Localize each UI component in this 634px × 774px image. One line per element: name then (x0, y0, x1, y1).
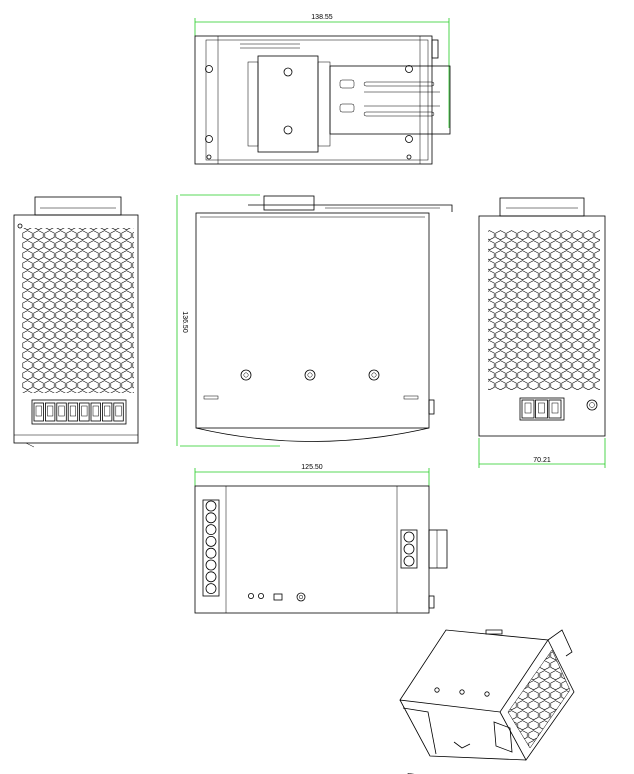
isometric-view (399, 629, 575, 774)
bottom-right-terminals (400, 529, 418, 569)
terminal-hole (205, 524, 217, 535)
terminal-hole (205, 500, 217, 512)
screw-head (371, 372, 377, 378)
screw (304, 369, 316, 381)
terminal (79, 402, 90, 422)
terminal-screw (92, 405, 99, 417)
terminal-hole (205, 536, 217, 547)
terminal-screw (81, 405, 88, 417)
terminal-hole (403, 531, 415, 543)
top-view: 138.55 (194, 14, 451, 165)
bottom-view: 125.50 (194, 464, 448, 614)
terminal-hole (205, 571, 217, 583)
terminal-hole (205, 547, 217, 559)
top-width-label: 138.55 (311, 14, 333, 21)
terminal (535, 399, 548, 419)
terminal-screw (69, 405, 76, 417)
terminal-hole (403, 543, 415, 555)
terminal (45, 402, 56, 422)
terminal (102, 402, 113, 422)
terminal (521, 399, 535, 419)
terminal (548, 399, 562, 419)
bottom-left-terminals (202, 499, 220, 597)
terminal-strip (400, 529, 418, 569)
screw-head (243, 372, 249, 378)
terminal-screw (58, 405, 65, 417)
terminal-screw (524, 402, 532, 414)
left-side-view (13, 196, 139, 448)
terminal-screw (104, 405, 111, 417)
terminal (33, 402, 44, 422)
right-terminal-block (521, 399, 562, 419)
terminal (67, 402, 79, 422)
front-view: 136.50 (176, 194, 453, 447)
terminal-screw (35, 405, 42, 417)
bottom-width-label: 125.50 (301, 464, 323, 471)
terminal-hole (205, 512, 217, 524)
terminal-screw (115, 405, 122, 417)
terminal-screw (47, 405, 54, 417)
terminal-strip (202, 499, 220, 597)
terminal-hole (205, 583, 217, 594)
side-depth-label: 70.21 (533, 457, 551, 464)
screw (368, 369, 380, 381)
front-height-label: 136.50 (181, 311, 188, 333)
terminal-screw (538, 402, 545, 414)
terminal (90, 402, 101, 422)
right-side-view: 70.21 (478, 197, 606, 468)
terminal (56, 402, 67, 422)
left-terminal-block (33, 402, 124, 422)
screw-head (307, 372, 313, 378)
terminal-hole (205, 559, 217, 571)
screw (240, 369, 252, 381)
terminal-screw (551, 402, 559, 414)
terminal-hole (403, 555, 415, 567)
front-screw-row (240, 369, 380, 381)
terminal (113, 402, 124, 422)
